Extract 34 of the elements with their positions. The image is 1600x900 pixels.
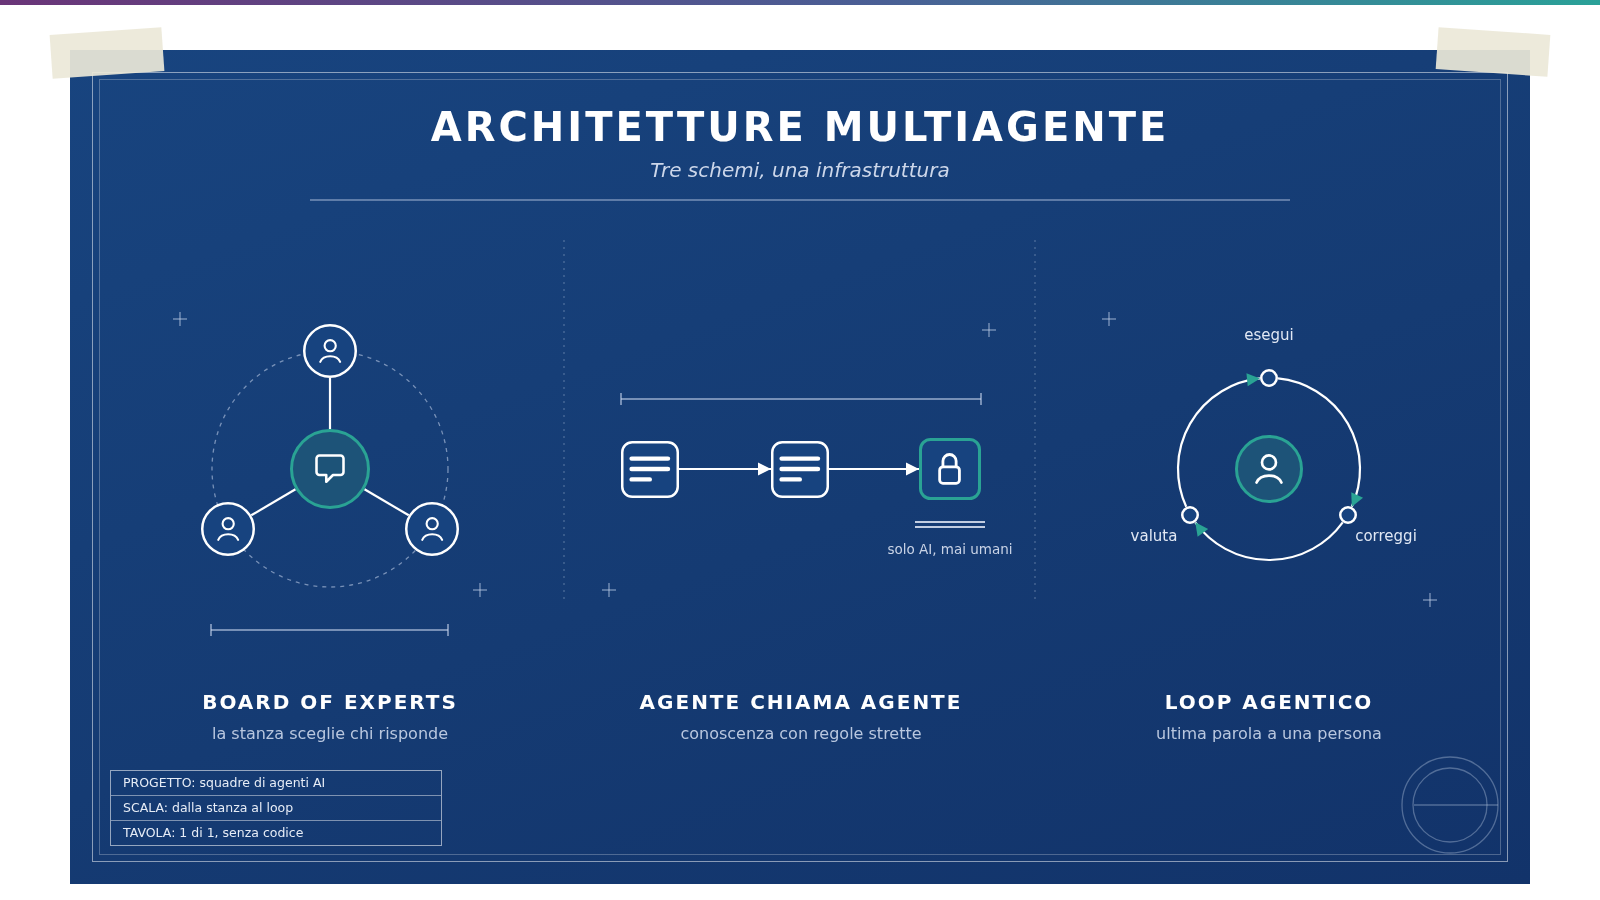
locked-box (919, 438, 981, 500)
section-heading: AGENTE CHIAMA AGENTE (639, 690, 963, 714)
title: ARCHITETTURE MULTIAGENTE (430, 103, 1170, 151)
loop-arrow (1277, 377, 1363, 508)
step-label: esegui (1244, 326, 1294, 344)
loop-arrow (1177, 374, 1261, 508)
step-point (1339, 506, 1357, 524)
node-caption: solo AI, mai umani (887, 540, 1013, 558)
person-circle (1235, 435, 1303, 503)
document-box (771, 440, 829, 498)
section-subtitle: conoscenza con regole strette (680, 724, 922, 744)
arrow (679, 462, 771, 476)
section-subtitle: ultima parola a una persona (1156, 724, 1382, 744)
section-heading: BOARD OF EXPERTS (202, 690, 458, 714)
expert-circle (405, 502, 459, 556)
hub-circle (290, 429, 370, 509)
step-label: valuta (1130, 527, 1178, 545)
title-block-row-text: TAVOLA: 1 di 1, senza codice (122, 824, 305, 842)
step-point (1181, 506, 1199, 524)
arrow (829, 462, 919, 476)
connector-line (250, 488, 297, 517)
document-box (621, 440, 679, 498)
connector-line (363, 488, 410, 517)
loop-arrow (1194, 521, 1344, 561)
expert-circle (201, 502, 255, 556)
title-block-row: PROGETTO: squadre di agenti AI (111, 771, 441, 796)
section-heading: LOOP AGENTICO (1164, 690, 1374, 714)
section-subtitle: la stanza sceglie chi risponde (212, 724, 448, 744)
expert-circle (303, 324, 357, 378)
title-block-row: SCALA: dalla stanza al loop (111, 796, 441, 821)
step-point (1260, 369, 1278, 387)
subtitle: Tre schemi, una infrastruttura (650, 158, 950, 182)
connector-line (328, 378, 332, 429)
step-label: correggi (1355, 527, 1417, 545)
